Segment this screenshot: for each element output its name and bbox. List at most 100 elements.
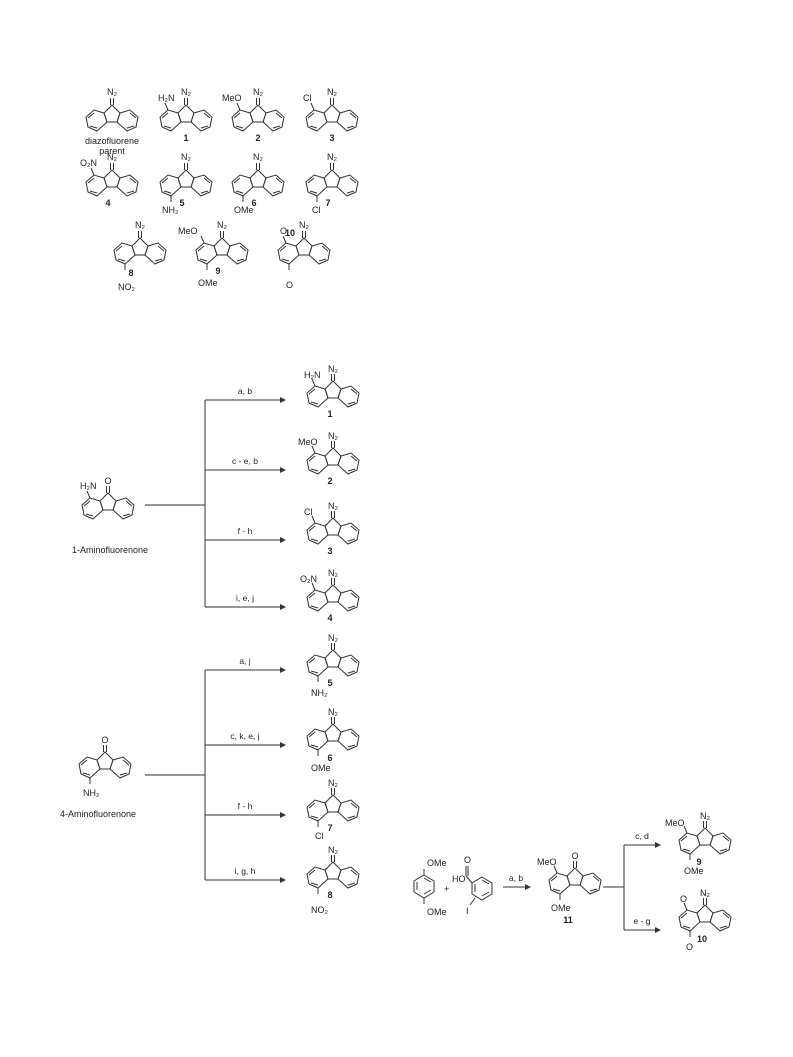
label-n2: N₂: [327, 152, 337, 162]
structure-9: N₂ MeO 9 OMe: [178, 220, 249, 288]
reaction-conditions-to-4: i, e, j: [236, 593, 254, 603]
product-3: N₂ Cl 3: [304, 501, 360, 556]
compound-label-10: 10: [697, 934, 707, 944]
compound-label-5: 5: [327, 678, 332, 688]
label-ome: OMe: [551, 903, 571, 913]
label-h2n: H₂N: [80, 481, 97, 491]
label-no2: NO₂: [311, 905, 329, 915]
compound-label-7: 7: [327, 823, 332, 833]
label-o: O: [680, 894, 687, 904]
compound-label-7: 7: [325, 198, 330, 208]
label-n2: N₂: [328, 633, 338, 643]
label-o: O: [571, 851, 578, 861]
structure-6: N₂ 6 OMe: [231, 152, 285, 215]
product-1: N₂ H₂N 1: [304, 364, 360, 419]
label-i: I: [466, 906, 469, 916]
reaction-conditions-to-10: e - g: [633, 916, 650, 926]
compound-label-8: 8: [128, 268, 133, 278]
label-o2n: O₂N: [300, 574, 317, 584]
label-nh2: NH₂: [311, 688, 328, 698]
reaction-conditions-to-9: c, d: [635, 831, 649, 841]
label-n2: N₂: [181, 152, 191, 162]
compound-label-8: 8: [327, 890, 332, 900]
compound-label-4: 4: [105, 198, 110, 208]
intermediate-11: O MeO OMe 11: [537, 851, 602, 925]
reagent-iodobenzoic-acid: O HO I: [452, 855, 493, 916]
structure-1-aminofluorenone: O H₂N 1-Aminofluorenone: [72, 476, 148, 555]
structure-10: N₂ O 10 O: [277, 220, 331, 290]
label-o: O: [104, 476, 111, 486]
label-o: O: [280, 226, 287, 236]
label-o: O: [686, 942, 693, 952]
label-meo: MeO: [178, 226, 198, 236]
reaction-conditions-to-2: c - e, b: [232, 456, 258, 466]
label-n2: N₂: [299, 220, 309, 230]
product-9: N₂ MeO 9 OMe: [665, 811, 732, 876]
product-6: N₂ 6 OMe: [306, 707, 360, 773]
scheme-1-aminofluorenone: O H₂N 1-Aminofluorenone a, b c - e, b f …: [72, 364, 360, 623]
label-ome: OMe: [427, 907, 447, 917]
label-ome: OMe: [234, 205, 254, 215]
structure-2: N₂ MeO 2: [222, 87, 285, 143]
structure-8: N₂ 8 NO₂: [113, 220, 167, 292]
label-ome: OMe: [684, 866, 704, 876]
label-meo: MeO: [222, 93, 242, 103]
compound-label-parent-2: parent: [99, 146, 125, 156]
label-n2: N₂: [328, 778, 338, 788]
compound-label-1: 1: [327, 409, 332, 419]
label-n2: N₂: [107, 152, 117, 162]
compound-label-3: 3: [327, 546, 332, 556]
compound-label-parent: diazofluorene: [85, 136, 139, 146]
label-cl: Cl: [303, 93, 312, 103]
label-n2: N₂: [253, 87, 263, 97]
plus-sign: +: [444, 884, 449, 894]
label-n2: N₂: [700, 811, 710, 821]
label-n2: N₂: [328, 431, 338, 441]
structure-5: N₂ 5 NH₂: [159, 152, 213, 215]
compound-label-2: 2: [255, 133, 260, 143]
label-meo: MeO: [537, 857, 557, 867]
label-n2: N₂: [135, 220, 145, 230]
scheme-compound-11: OMe OMe + O HO I a, b O MeO OMe 11 c, d …: [413, 811, 732, 952]
structure-3: N₂ Cl 3: [303, 87, 359, 143]
compound-label-10: 10: [285, 228, 295, 238]
compound-label-1: 1: [183, 133, 188, 143]
label-h2n: H₂N: [304, 370, 321, 380]
label-n2: N₂: [700, 888, 710, 898]
product-8: N₂ 8 NO₂: [306, 845, 360, 915]
label-n2: N₂: [328, 707, 338, 717]
structure-7: N₂ 7 Cl: [305, 152, 359, 215]
compound-label-9: 9: [215, 266, 220, 276]
label-ome: OMe: [198, 278, 218, 288]
compound-label-4: 4: [327, 613, 332, 623]
label-n2: N₂: [328, 364, 338, 374]
reaction-conditions-to-5: a, j: [239, 656, 250, 666]
label-ome: OMe: [311, 763, 331, 773]
compound-label-2: 2: [327, 476, 332, 486]
label-o: O: [101, 735, 108, 745]
compound-label-6: 6: [251, 198, 256, 208]
reaction-conditions-to-1: a, b: [238, 386, 252, 396]
compound-label-9: 9: [696, 857, 701, 867]
label-n2: N₂: [328, 568, 338, 578]
product-7: N₂ 7 Cl: [306, 778, 360, 841]
label-nh2: NH₂: [83, 788, 100, 798]
structure-4: N₂ O₂N 4: [80, 152, 139, 208]
product-10: N₂ O 10 O: [678, 888, 732, 952]
product-5: N₂ 5 NH₂: [306, 633, 360, 698]
reaction-conditions-to-7: f - h: [238, 801, 253, 811]
label-meo: MeO: [665, 818, 685, 828]
label-cl: Cl: [304, 507, 313, 517]
reagent-dimethoxybenzene: OMe OMe: [413, 858, 447, 917]
reaction-conditions-to-11: a, b: [509, 873, 523, 883]
reaction-conditions-to-3: f - h: [238, 526, 253, 536]
product-2: N₂ MeO 2: [298, 431, 360, 486]
label-no2: NO₂: [118, 282, 136, 292]
label-o2n: O₂N: [80, 158, 97, 168]
starting-material-label-4-aminofluorenone: 4-Aminofluorenone: [60, 809, 136, 819]
label-ome: OMe: [427, 858, 447, 868]
label-n2: N₂: [181, 87, 191, 97]
label-ho: HO: [452, 874, 466, 884]
starting-material-label-1-aminofluorenone: 1-Aminofluorenone: [72, 545, 148, 555]
